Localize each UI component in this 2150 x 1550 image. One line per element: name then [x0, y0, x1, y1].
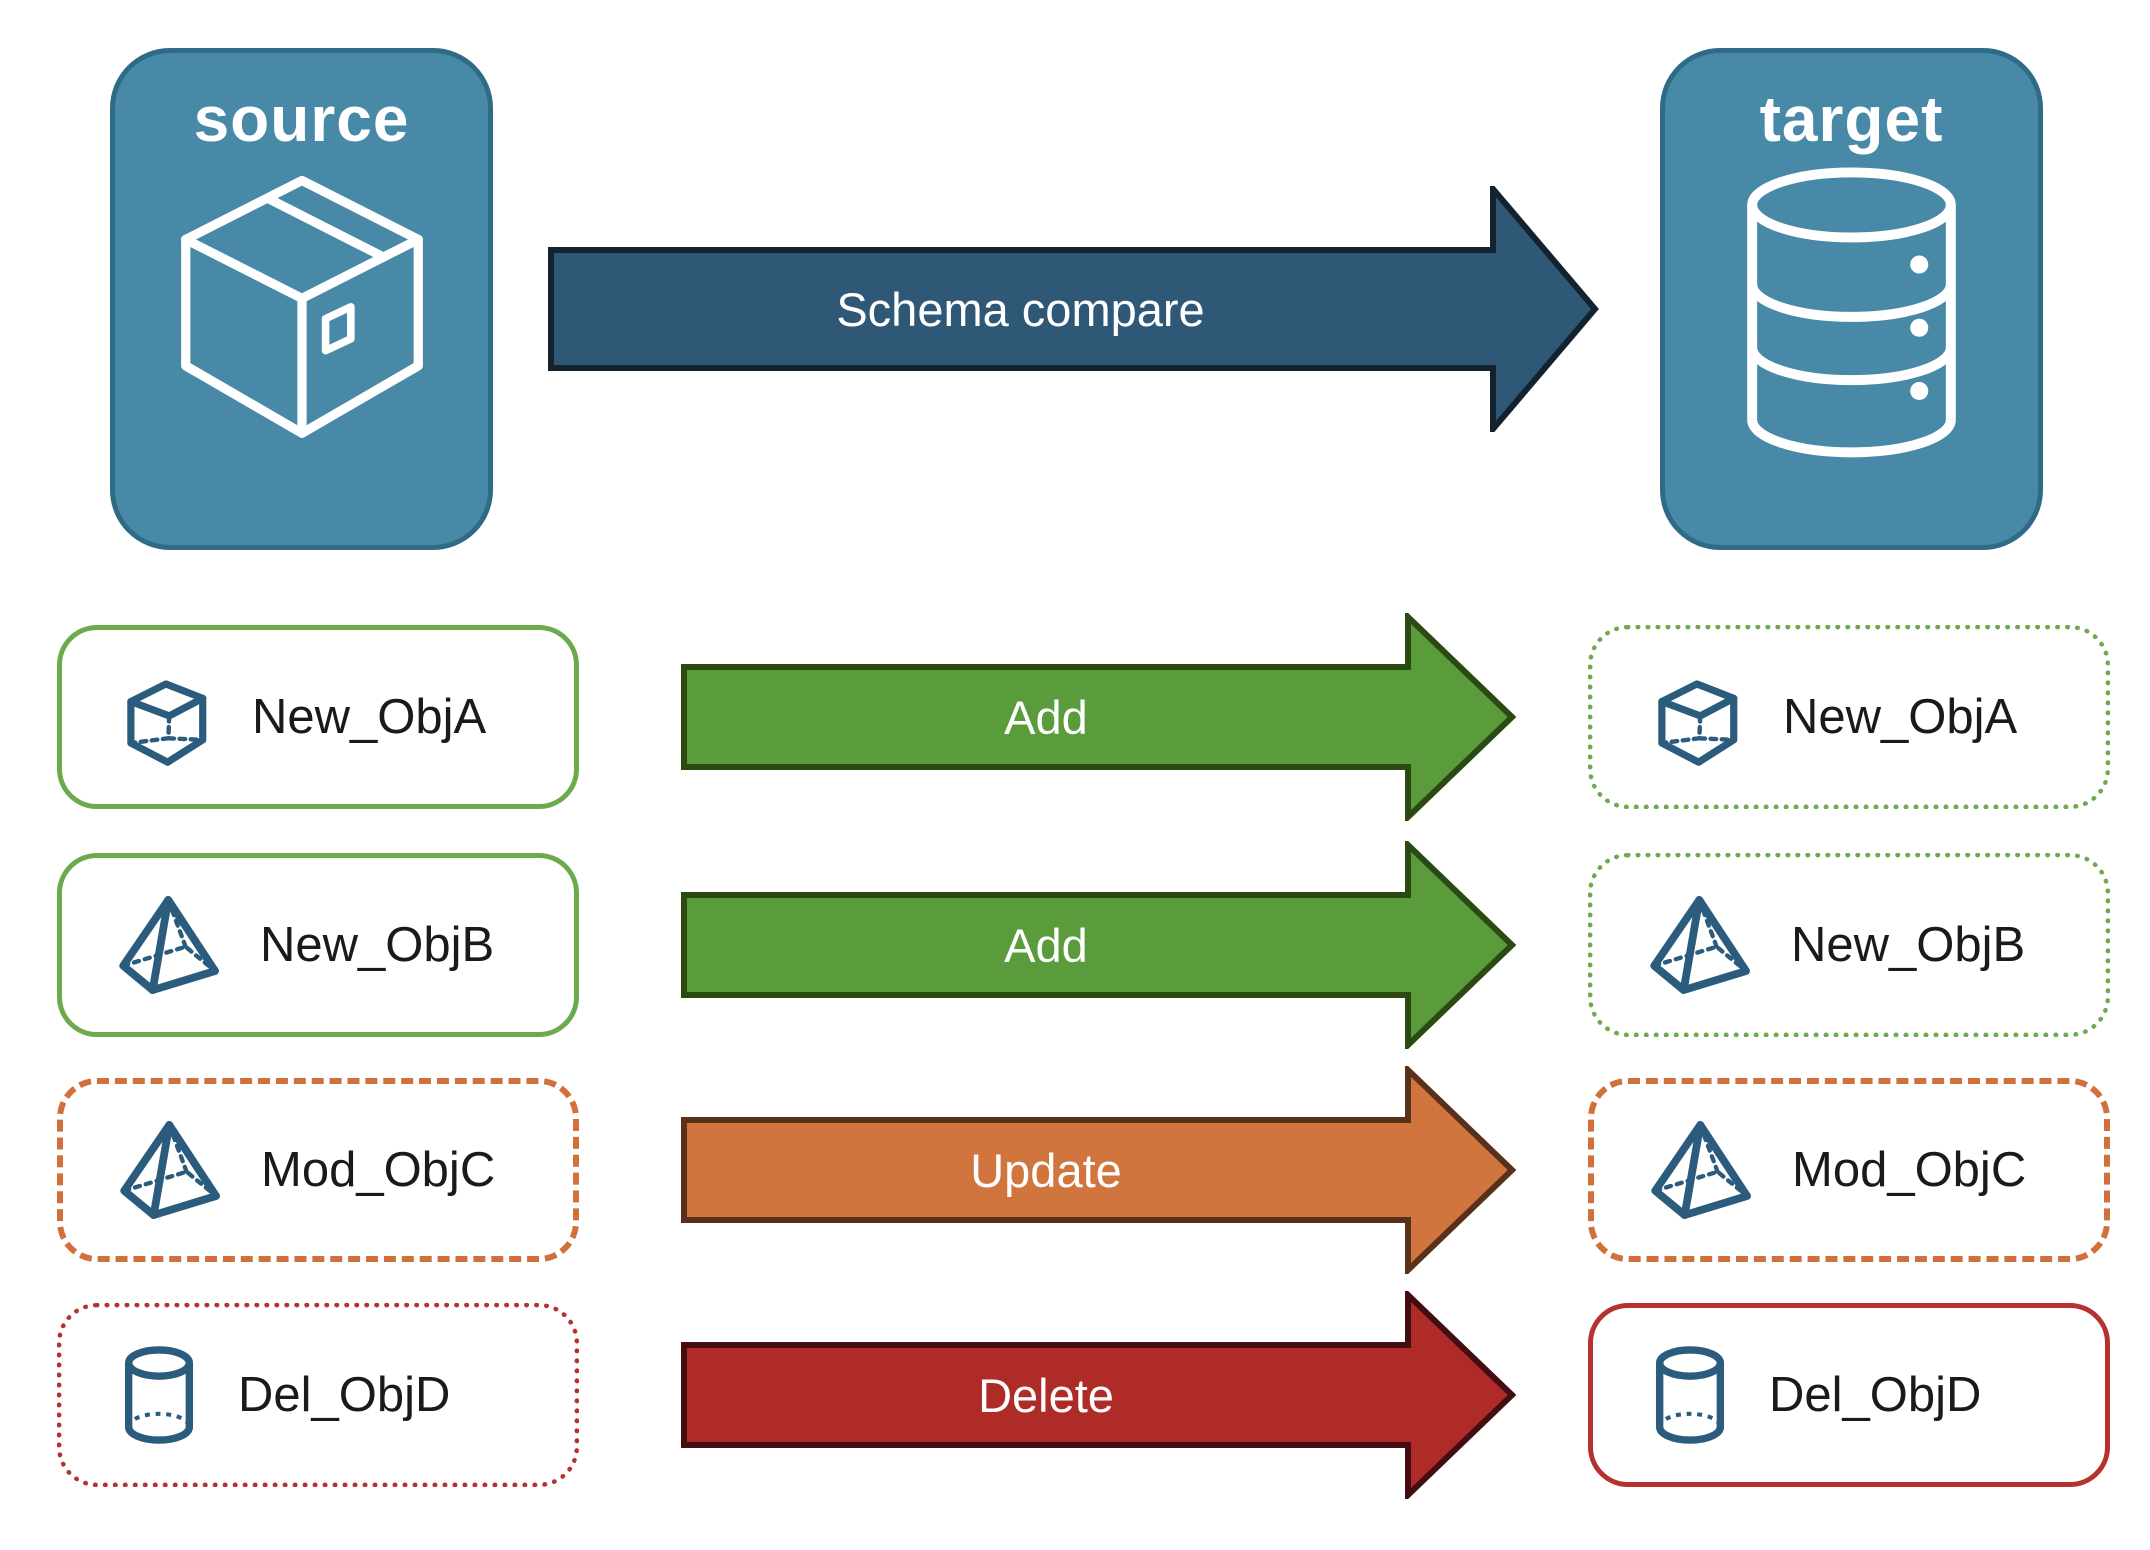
- cube-icon: [118, 668, 214, 767]
- update-arrow-label: Update: [970, 1143, 1122, 1197]
- add-arrow: [681, 613, 1516, 821]
- object-label: Mod_ObjC: [261, 1143, 496, 1197]
- cylinder-icon: [118, 1344, 200, 1446]
- pyramid-icon: [119, 1118, 223, 1222]
- object-label: New_ObjB: [260, 918, 495, 972]
- source-title: source: [193, 83, 410, 155]
- object-label: Mod_ObjC: [1792, 1143, 2027, 1197]
- target-object-card-new-objb: New_ObjB: [1588, 853, 2110, 1037]
- cylinder-icon: [1649, 1344, 1731, 1446]
- add-arrow: [681, 841, 1516, 1049]
- object-label: Del_ObjD: [238, 1368, 451, 1422]
- source-object-card-new-objb: New_ObjB: [57, 853, 579, 1037]
- update-arrow: [681, 1066, 1516, 1274]
- add-arrow-label: Add: [1004, 918, 1088, 972]
- source-object-card-mod-objc: Mod_ObjC: [57, 1078, 579, 1262]
- package-box-icon: [180, 175, 423, 438]
- pyramid-icon: [118, 893, 222, 997]
- object-label: Del_ObjD: [1769, 1368, 1982, 1422]
- target-object-card-mod-objc: Mod_ObjC: [1588, 1078, 2110, 1262]
- target-object-card-del-objd: Del_ObjD: [1588, 1303, 2110, 1487]
- source-block: source: [110, 48, 493, 550]
- pyramid-icon: [1649, 893, 1753, 997]
- schema-compare-label: Schema compare: [836, 282, 1205, 336]
- object-label: New_ObjB: [1791, 918, 2026, 972]
- source-object-card-del-objd: Del_ObjD: [57, 1303, 579, 1487]
- delete-arrow: [681, 1291, 1516, 1499]
- pyramid-icon: [1650, 1118, 1754, 1222]
- object-label: New_ObjA: [252, 690, 487, 744]
- target-object-card-new-obja: New_ObjA: [1588, 625, 2110, 809]
- cube-icon: [1649, 668, 1745, 767]
- add-arrow-label: Add: [1004, 690, 1088, 744]
- database-icon: [1747, 167, 1956, 458]
- delete-arrow-label: Delete: [978, 1368, 1114, 1422]
- object-label: New_ObjA: [1783, 690, 2018, 744]
- schema-compare-arrow: [548, 186, 1599, 432]
- target-block: target: [1660, 48, 2043, 550]
- target-title: target: [1759, 83, 1944, 155]
- source-object-card-new-obja: New_ObjA: [57, 625, 579, 809]
